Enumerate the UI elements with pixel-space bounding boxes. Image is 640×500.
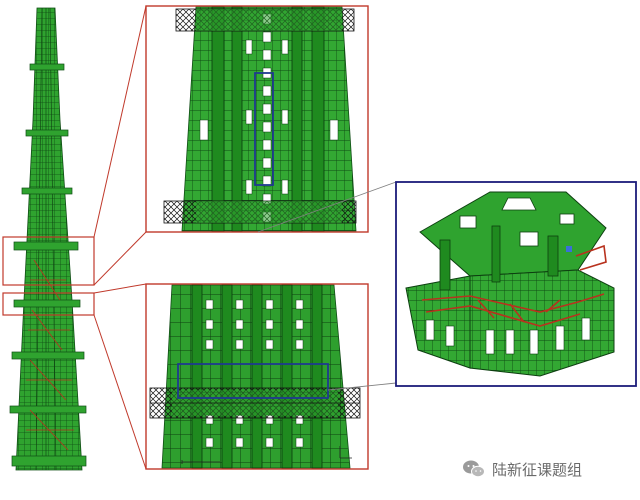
upper-column-bands bbox=[211, 6, 325, 232]
tower-core-lines bbox=[35, 7, 57, 471]
axis-marker bbox=[181, 446, 352, 464]
tower-body bbox=[15, 7, 83, 471]
lower-highlight-box bbox=[177, 363, 329, 399]
callout-box-lower bbox=[2, 292, 95, 316]
tower-red-members bbox=[26, 259, 74, 451]
detail-floor-3d bbox=[395, 181, 637, 387]
zoom-lower-section bbox=[145, 283, 369, 470]
lower-panel-frame bbox=[145, 283, 369, 470]
lower-belt-truss bbox=[149, 387, 361, 419]
detail-leader-lines bbox=[257, 181, 397, 391]
upper-truss-bottom bbox=[163, 200, 357, 224]
detail-red-trusses bbox=[421, 244, 607, 327]
zoom-upper-section bbox=[145, 5, 369, 233]
detail-openings bbox=[425, 317, 591, 355]
lower-column-bands bbox=[191, 284, 323, 469]
full-tower-view bbox=[2, 7, 95, 471]
detail-blue-member bbox=[566, 246, 572, 252]
wechat-icon bbox=[463, 460, 485, 478]
zoom-leader-lines bbox=[93, 5, 147, 470]
detail-inner-walls bbox=[439, 225, 559, 291]
upper-highlight-box bbox=[254, 72, 274, 186]
lower-openings bbox=[205, 299, 304, 448]
detail-slab-openings bbox=[459, 197, 575, 247]
upper-openings bbox=[199, 13, 339, 223]
upper-truss-top bbox=[175, 8, 355, 32]
upper-panel-frame bbox=[145, 5, 369, 233]
watermark-text: 陆新征课题组 bbox=[492, 460, 583, 479]
watermark: 陆新征课题组 bbox=[462, 458, 582, 480]
tower-outriggers bbox=[9, 63, 87, 467]
callout-box-upper bbox=[2, 236, 95, 286]
